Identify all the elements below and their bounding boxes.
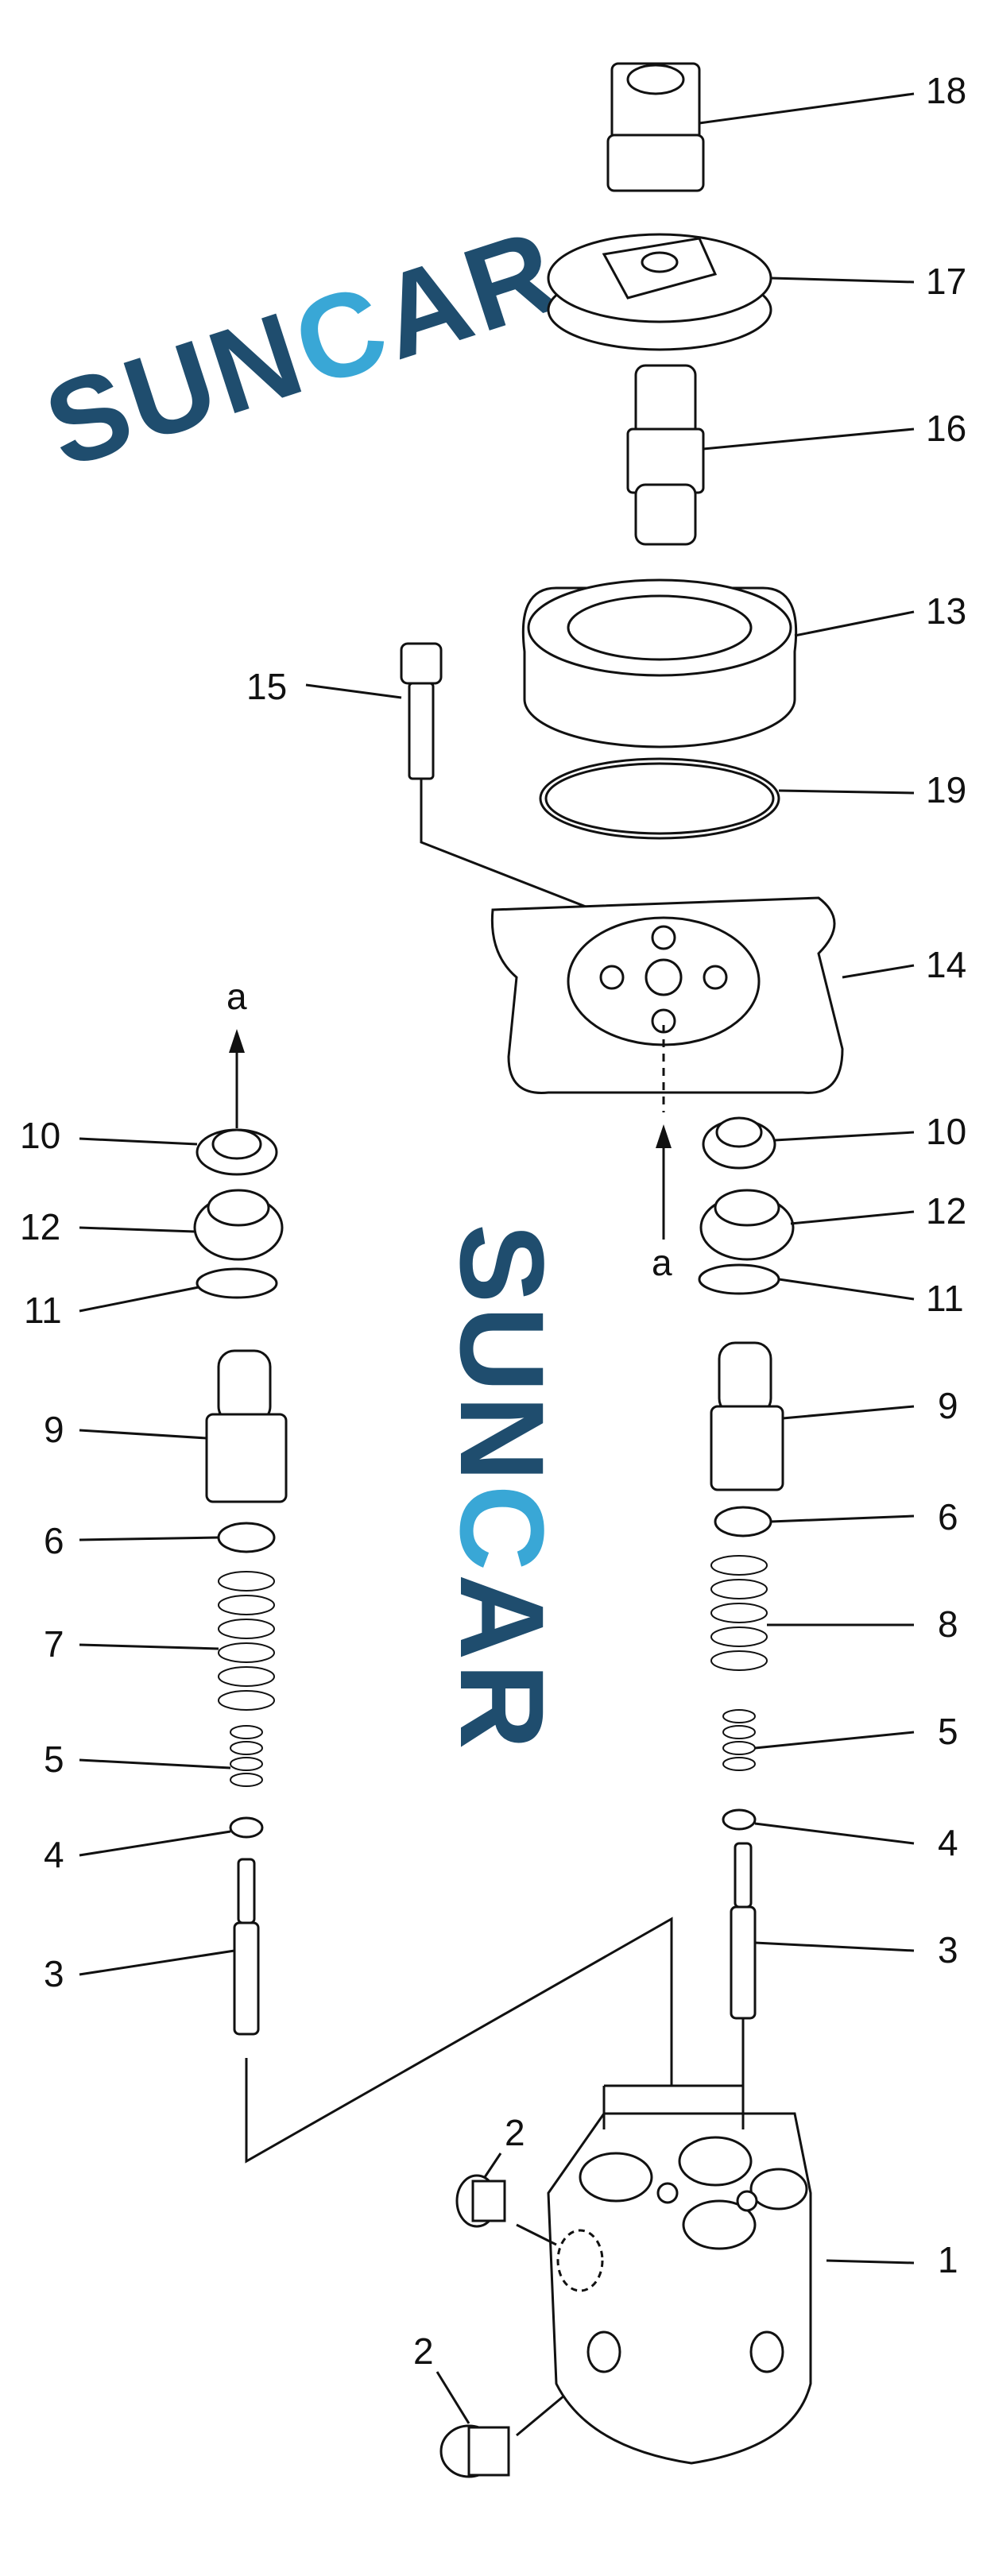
part-14-plate (490, 896, 915, 1112)
part-18-fitting (606, 62, 915, 192)
right-stack (698, 1116, 915, 2086)
part-2-plug-lower (435, 2371, 565, 2478)
part-17-disc (547, 233, 915, 351)
callout-14: 14 (926, 944, 966, 985)
callout-9-right: 9 (938, 1385, 958, 1426)
right-arrow-a: a (652, 1124, 672, 1283)
part-13-housing (521, 578, 915, 748)
watermark-right-text: AR (363, 203, 575, 385)
label-a-left: a (226, 976, 247, 1017)
part-1-valve-body (547, 2084, 915, 2465)
callout-3-left: 3 (44, 1953, 64, 1994)
callout-10-right: 10 (926, 1111, 966, 1152)
left-arrow-a: a (226, 976, 247, 1128)
svg-text:SUNCAR: SUNCAR (30, 203, 575, 493)
callout-13: 13 (926, 590, 966, 632)
callout-7-left: 7 (44, 1623, 64, 1665)
callout-11-left: 11 (24, 1290, 62, 1331)
callout-2-upper: 2 (505, 2112, 525, 2153)
callout-8-right: 8 (938, 1603, 958, 1645)
callout-5-right: 5 (938, 1711, 958, 1752)
left-stack (79, 1128, 673, 2164)
watermark-left-text: SUN (435, 1224, 569, 1485)
callout-4-right: 4 (938, 1822, 958, 1863)
svg-text:SUNCAR: SUNCAR (435, 1224, 569, 1753)
callout-18: 18 (926, 70, 966, 111)
callout-1: 1 (938, 2239, 958, 2280)
suncar-watermark-top: SUNCAR (30, 203, 575, 493)
watermark-right-text: AR (435, 1574, 569, 1753)
callout-2-lower: 2 (413, 2330, 434, 2372)
label-a-right: a (652, 1242, 672, 1283)
callout-19: 19 (926, 769, 966, 810)
watermark-accent: C (435, 1485, 569, 1574)
callout-6-right: 6 (938, 1496, 958, 1537)
callout-9-left: 9 (44, 1409, 64, 1450)
callout-10-left: 10 (20, 1115, 60, 1156)
part-2-plug-upper (455, 2152, 557, 2246)
callout-11-right: 11 (926, 1278, 964, 1319)
part-16-universal-joint (626, 364, 915, 546)
suncar-watermark-middle: SUNCAR (435, 1224, 569, 1753)
watermark-left-text: SUN (30, 285, 320, 493)
callout-12-right: 12 (926, 1190, 966, 1232)
callout-16: 16 (926, 408, 966, 449)
callout-6-left: 6 (44, 1520, 64, 1561)
callout-15: 15 (246, 666, 287, 707)
callout-17: 17 (926, 261, 966, 302)
callout-5-left: 5 (44, 1739, 64, 1780)
callout-4-left: 4 (44, 1834, 64, 1875)
callout-3-right: 3 (938, 1929, 958, 1971)
part-19-o-ring (539, 757, 915, 840)
part-15-bolt (305, 642, 605, 915)
callout-12-left: 12 (20, 1206, 60, 1247)
